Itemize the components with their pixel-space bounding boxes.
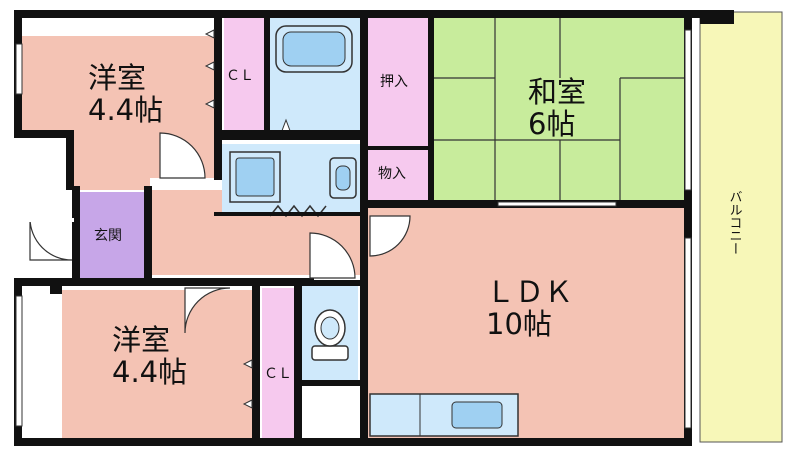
- japanese-size: 6帖: [528, 107, 575, 141]
- western-bottom-size: 4.4帖: [112, 355, 187, 389]
- japanese-name: 和室: [528, 75, 586, 109]
- western-bottom-name: 洋室: [112, 323, 170, 357]
- japanese-room-area: [432, 18, 685, 204]
- kitchen-sink-icon: [451, 401, 503, 429]
- balcony-label: バルコニー: [727, 190, 743, 255]
- oshiire-area: [368, 18, 428, 146]
- entrance-label: 玄関: [94, 227, 122, 244]
- ldk-size: 10帖: [486, 307, 552, 341]
- closet-top-label: ＣＬ: [226, 68, 254, 84]
- oshiire-label: 押入: [380, 74, 408, 90]
- western-room-bottom-area: [62, 290, 252, 438]
- entrance-area: [80, 192, 146, 278]
- toilet-tank-icon: [311, 345, 349, 361]
- windows: [15, 29, 692, 429]
- closet-top-area: [224, 18, 264, 130]
- balcony-area: [699, 11, 783, 443]
- western-top-name: 洋室: [88, 61, 146, 95]
- tatami-lines: [432, 18, 685, 204]
- closet-door-marks: [204, 29, 253, 409]
- western-top-size: 4.4帖: [88, 93, 163, 127]
- closet-bottom-area: [262, 288, 294, 438]
- closet-bottom-label: ＣＬ: [264, 366, 292, 382]
- entrance-door-gap: [22, 218, 74, 222]
- ldk-name: ＬＤＫ: [486, 275, 573, 309]
- storage-area: [368, 148, 428, 202]
- door-swings: [29, 132, 411, 334]
- storage-label: 物入: [378, 166, 406, 182]
